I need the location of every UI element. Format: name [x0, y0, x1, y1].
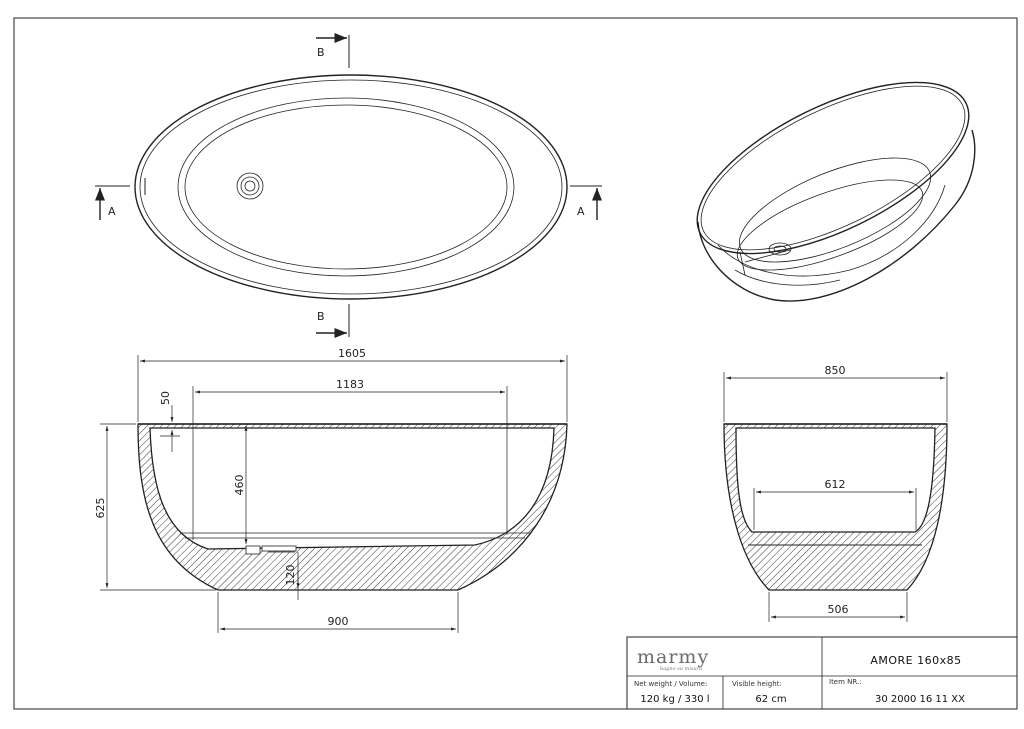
visible-height-value: 62 cm: [755, 694, 786, 705]
weight-volume-label: Net weight / Volume:: [634, 680, 707, 688]
drain-icon: [768, 242, 792, 256]
dim-overall-length: 1605: [338, 347, 366, 360]
section-marker-a-right: A: [570, 185, 603, 220]
svg-text:bagno su misura: bagno su misura: [660, 666, 702, 672]
front-dimensions: 1605 1183 50 460 625 120 900: [94, 347, 568, 633]
side-section-view: [723, 423, 948, 591]
drain-icon: [236, 172, 264, 200]
svg-text:A: A: [577, 205, 585, 218]
sheet-frame: [13, 17, 1018, 710]
svg-text:A: A: [108, 205, 116, 218]
svg-text:B: B: [317, 310, 325, 323]
dim-base-width: 900: [328, 615, 349, 628]
dim-overall-height: 625: [94, 498, 107, 519]
item-nr-value: 30 2000 16 11 XX: [875, 694, 965, 705]
product-name: AMORE 160x85: [870, 654, 961, 667]
dim-side-base-width: 506: [828, 603, 849, 616]
section-marker-a-left: A: [94, 185, 130, 220]
dim-overall-width: 850: [825, 364, 846, 377]
dim-rim-thickness: 50: [159, 391, 172, 405]
section-marker-b-bottom: B: [316, 304, 350, 339]
brand-logo: marmy bagno su misura: [637, 646, 709, 672]
dim-inner-depth: 460: [233, 475, 246, 496]
svg-text:B: B: [317, 46, 325, 59]
side-dimensions: 850 612 506: [723, 364, 948, 622]
front-section-view: [137, 423, 568, 591]
dim-inner-length: 1183: [336, 378, 364, 391]
visible-height-label: Visible height:: [732, 680, 782, 688]
section-marker-b-top: B: [316, 32, 350, 68]
weight-volume-value: 120 kg / 330 l: [640, 694, 709, 705]
dim-base-thickness: 120: [284, 565, 297, 586]
isometric-view: [696, 81, 976, 302]
top-view: A A B B: [94, 32, 603, 339]
title-block: marmy bagno su misura AMORE 160x85 Net w…: [626, 636, 1018, 710]
svg-text:marmy: marmy: [637, 646, 709, 668]
item-nr-label: Item NR.:: [829, 678, 862, 686]
dim-inner-width: 612: [825, 478, 846, 491]
